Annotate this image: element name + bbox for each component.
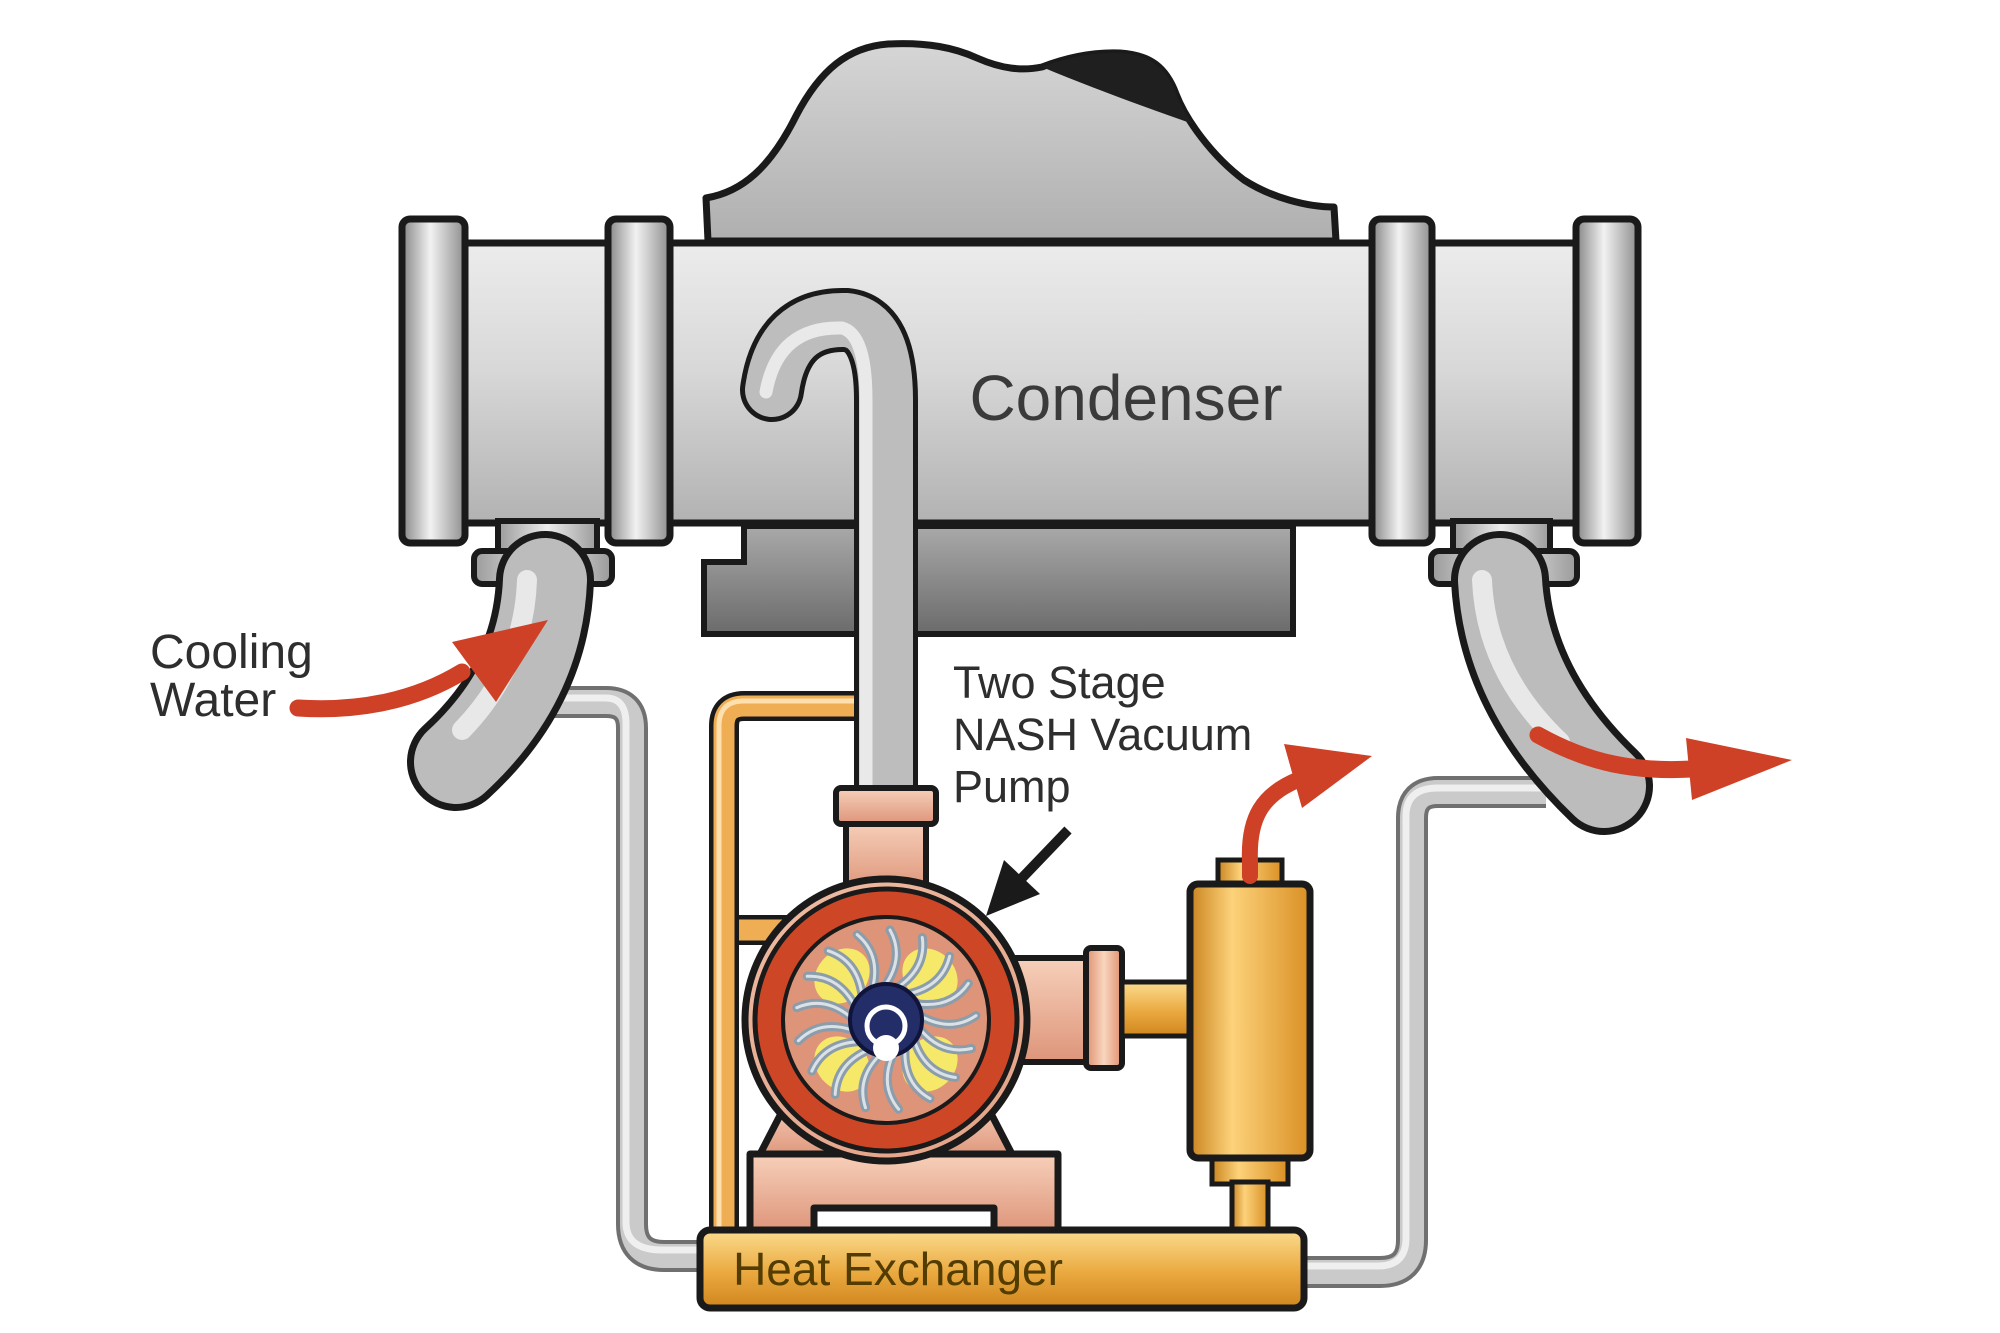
impeller-hub-dot <box>873 1035 899 1061</box>
heat-exchanger-label: Heat Exchanger <box>733 1243 1063 1295</box>
cooling-water-branch-pipe-left <box>520 686 708 1272</box>
separator-body <box>1186 880 1314 1162</box>
svg-text:NASH Vacuum: NASH Vacuum <box>953 709 1252 760</box>
svg-text:Cooling: Cooling <box>150 626 313 679</box>
heat-exchanger-shell <box>696 1226 1308 1312</box>
flow-arrow-inlet <box>289 620 548 718</box>
pump-baseplate <box>746 1150 1062 1236</box>
pump-label: Two Stage NASH Vacuum Pump <box>953 657 1252 812</box>
vacuum-suction-pipe <box>740 288 918 830</box>
silhouette-dark-hump <box>1042 52 1193 124</box>
condenser-flange-ring-4 <box>1572 215 1642 547</box>
pump-discharge-pipe <box>1119 979 1199 1039</box>
flow-arrow-discharge <box>1241 744 1372 884</box>
pump-callout-arrow <box>986 826 1072 916</box>
condenser-flange-ring-1 <box>398 215 469 547</box>
pump-ring-outline-outer <box>752 886 1020 1154</box>
discharge-separator <box>1186 857 1314 1239</box>
cooling-water-label: Cooling Water <box>150 626 313 727</box>
two-stage-nash-vacuum-pump <box>741 785 1199 1236</box>
pump-ring-outline-inner <box>781 915 991 1125</box>
svg-text:Water: Water <box>150 674 276 727</box>
cooling-water-inlet-elbow <box>407 518 615 811</box>
condenser-hotwell <box>701 523 1296 637</box>
cooling-water-branch-pipe-right <box>1304 776 1546 1288</box>
flow-arrow-outlet <box>1529 726 1792 800</box>
svg-text:Pump: Pump <box>953 761 1071 812</box>
pump-suction-flange <box>833 785 939 827</box>
condenser-label: Condenser <box>969 362 1282 434</box>
condenser-flange-ring-3 <box>1368 215 1436 547</box>
turbine-exhaust-silhouette <box>702 40 1340 245</box>
condenser-flange-ring-2 <box>604 215 674 547</box>
heat-exchanger: Heat Exchanger <box>696 1226 1308 1312</box>
svg-text:Two Stage: Two Stage <box>953 657 1166 708</box>
silhouette-gray-shape <box>702 40 1340 245</box>
pump-discharge-flange <box>1083 945 1125 1071</box>
condenser-shell: Condenser <box>398 215 1642 637</box>
